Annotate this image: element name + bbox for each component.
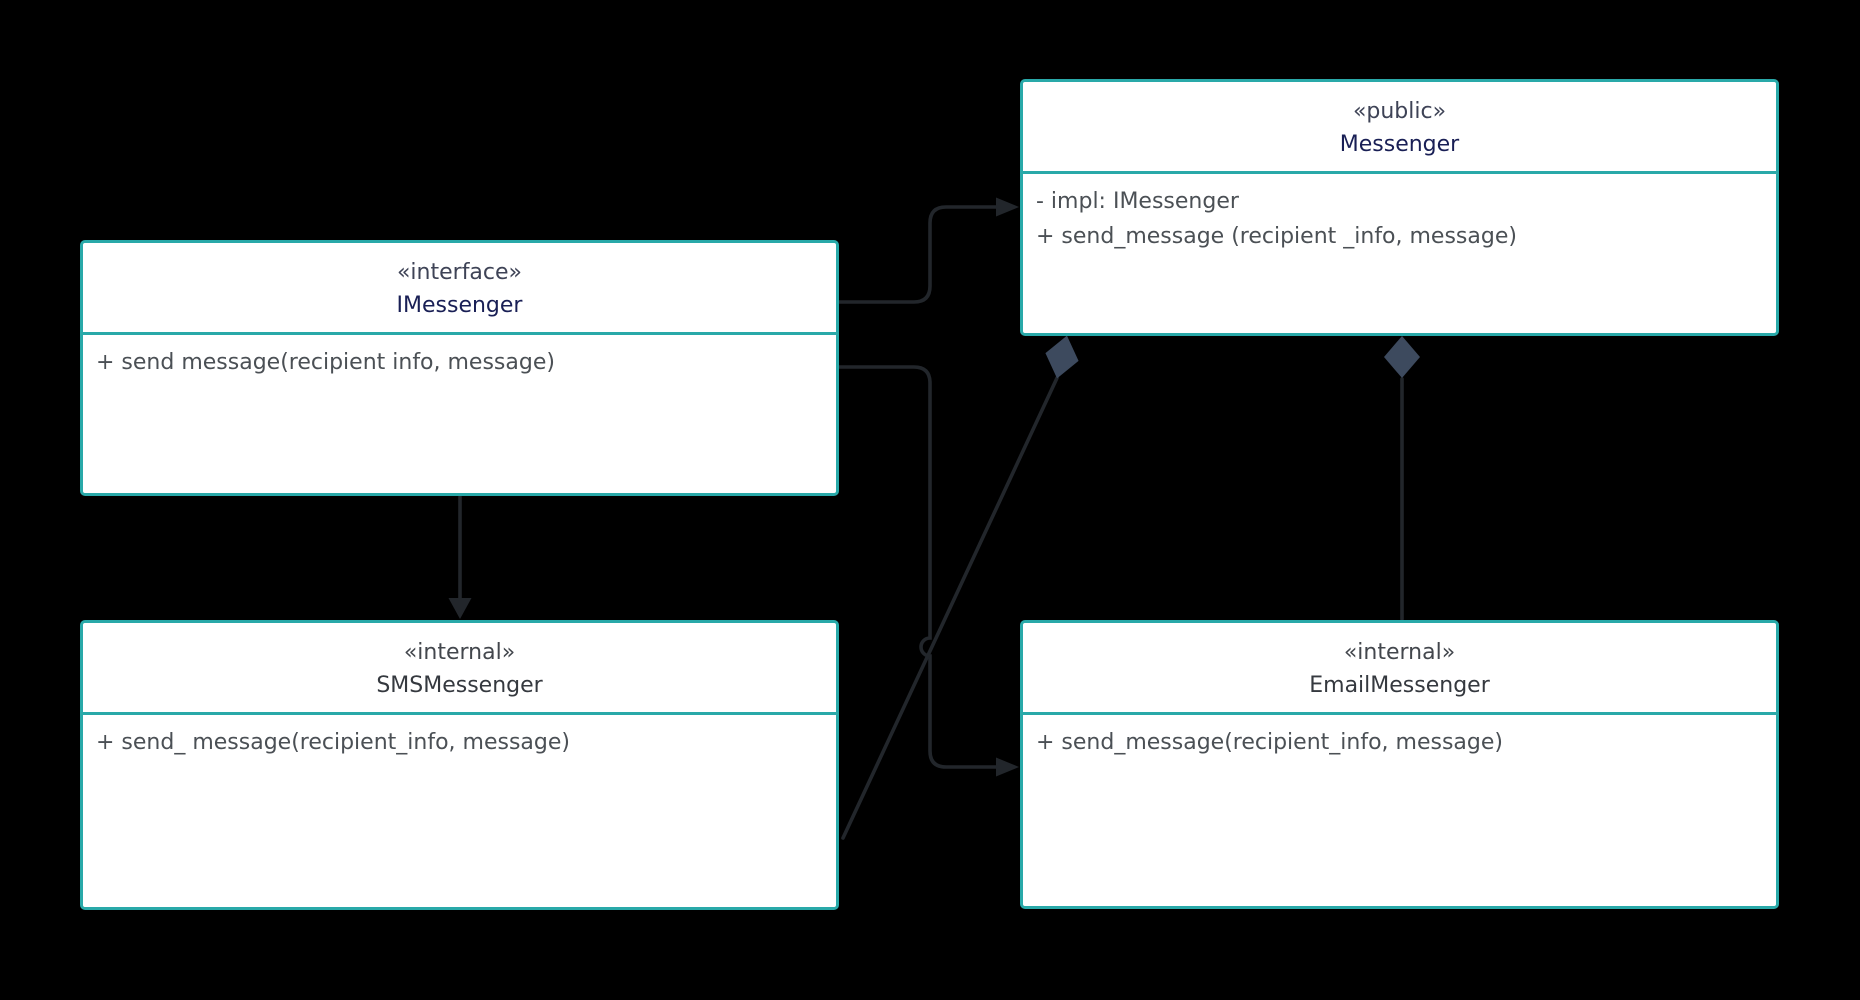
arrowhead-imessenger-to-smsmessenger (448, 598, 472, 619)
class-header-imessenger: «interface» IMessenger (83, 243, 836, 335)
class-box-messenger: «public» Messenger - impl: IMessenger + … (1020, 79, 1779, 336)
class-members-emailmessenger: + send_message(recipient_info, message) (1023, 715, 1776, 770)
class-stereotype: «public» (1352, 98, 1447, 124)
class-header-messenger: «public» Messenger (1023, 82, 1776, 174)
composition-line-smsmessenger-to-messenger (841, 376, 1059, 840)
class-member: - impl: IMessenger (1036, 189, 1239, 214)
class-stereotype: «interface» (396, 259, 523, 285)
class-box-smsmessenger: «internal» SMSMessenger + send_ message(… (80, 620, 839, 910)
class-header-emailmessenger: «internal» EmailMessenger (1023, 623, 1776, 715)
class-box-imessenger: «interface» IMessenger + send message(re… (80, 240, 839, 496)
class-member: + send_message(recipient_info, message) (1036, 730, 1503, 755)
class-name: EmailMessenger (1309, 672, 1490, 698)
class-members-messenger: - impl: IMessenger + send_message (recip… (1023, 174, 1776, 264)
class-header-smsmessenger: «internal» SMSMessenger (83, 623, 836, 715)
class-stereotype: «internal» (403, 639, 516, 665)
composition-diamond-emailmessenger (1384, 336, 1420, 378)
arrow-line-imessenger-to-emailmessenger (837, 365, 1001, 769)
class-name: IMessenger (396, 292, 523, 318)
arrow-line-imessenger-to-messenger (837, 205, 1001, 304)
class-member: + send_message (recipient _info, message… (1036, 224, 1517, 249)
arrowhead-imessenger-to-emailmessenger (996, 757, 1019, 777)
class-name: Messenger (1339, 131, 1460, 157)
class-box-emailmessenger: «internal» EmailMessenger + send_message… (1020, 620, 1779, 909)
class-members-smsmessenger: + send_ message(recipient_info, message) (83, 715, 836, 770)
arrowhead-imessenger-to-messenger (996, 197, 1019, 217)
class-members-imessenger: + send message(recipient info, message) (83, 335, 836, 390)
composition-diamond-smsmessenger (1045, 335, 1079, 379)
class-member: + send message(recipient info, message) (96, 350, 555, 375)
class-member: + send_ message(recipient_info, message) (96, 730, 570, 755)
class-name: SMSMessenger (376, 672, 543, 698)
class-stereotype: «internal» (1343, 639, 1456, 665)
